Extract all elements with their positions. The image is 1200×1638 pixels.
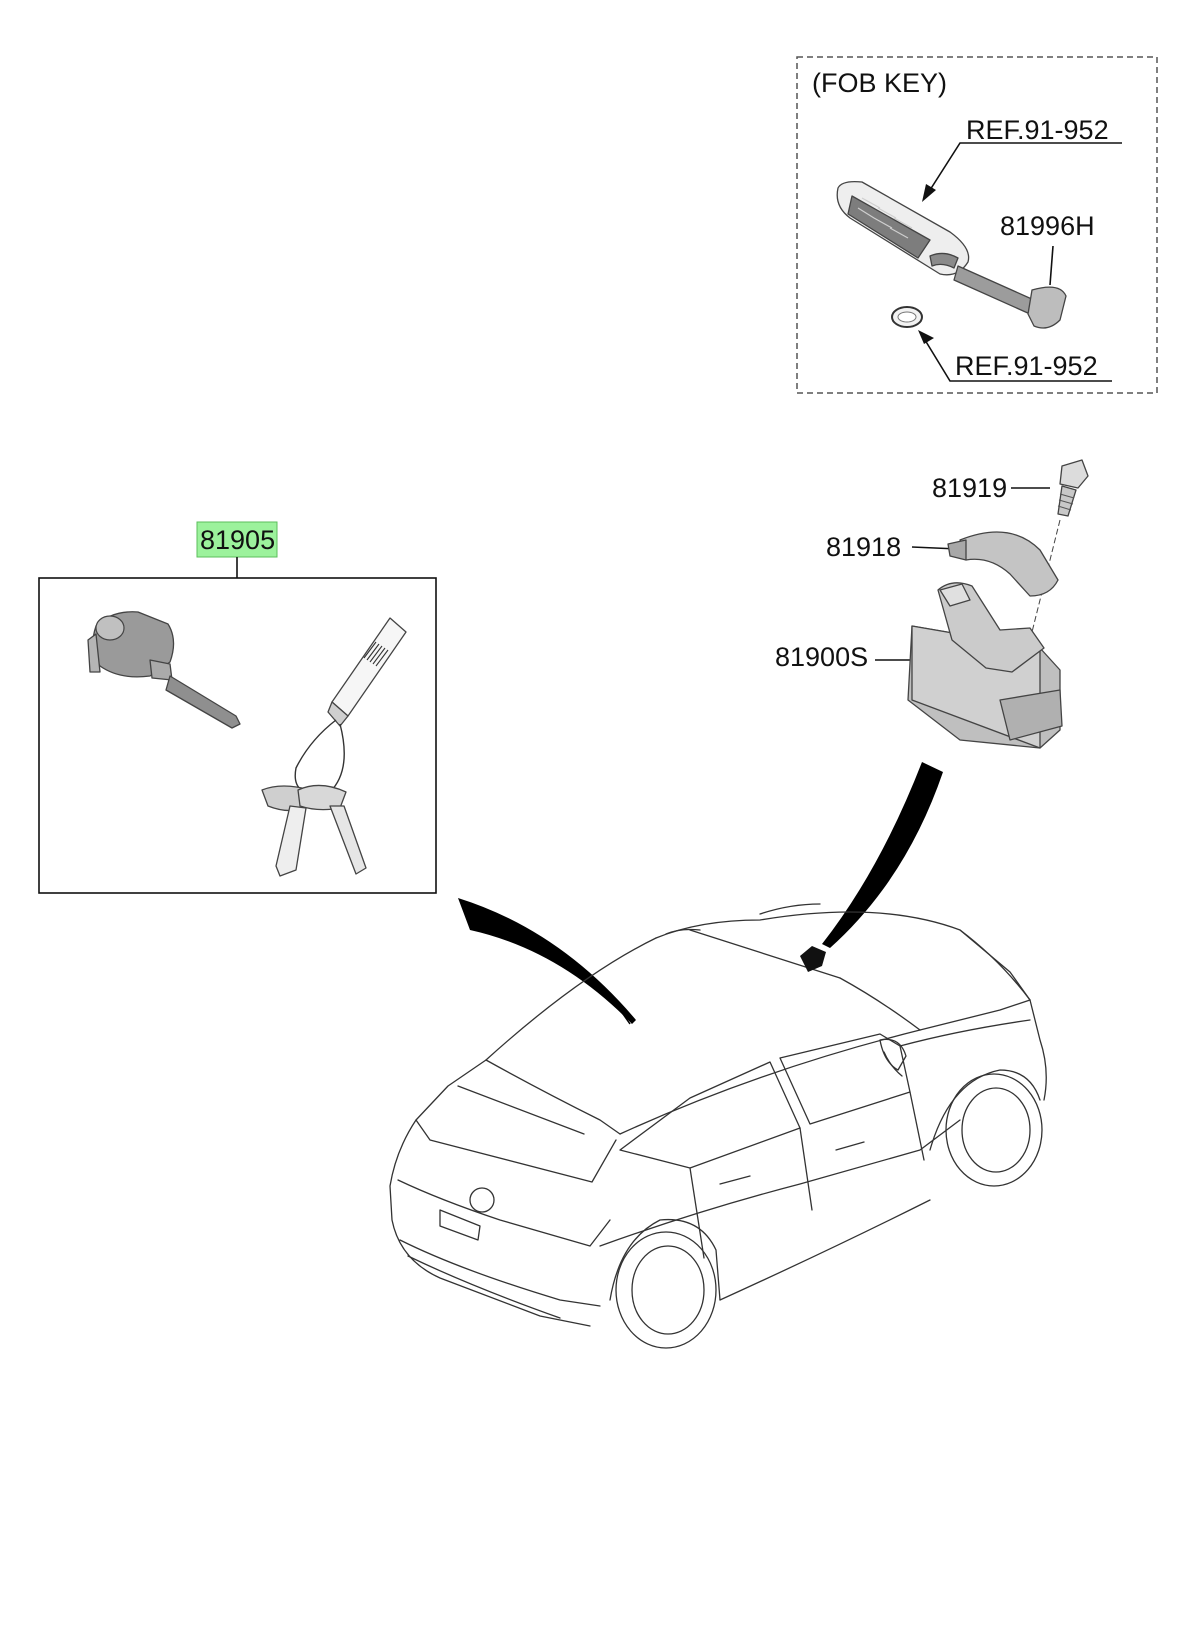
- key-blade-label[interactable]: 81996H: [1000, 211, 1095, 241]
- shroud-cover-icon[interactable]: [947, 531, 1059, 597]
- smart-key-fob[interactable]: [836, 180, 970, 276]
- ref-label-bottom[interactable]: REF.91-952: [955, 351, 1098, 381]
- lock-assembly-group: 81919 81918 81900S: [775, 459, 1089, 948]
- ref-leader-top: [929, 142, 1122, 191]
- vehicle-outline: [389, 903, 1047, 1349]
- steering-lock-body-icon[interactable]: [907, 582, 1063, 749]
- bolt-icon[interactable]: [1057, 459, 1089, 517]
- kit-part-number-highlight: [196, 521, 278, 558]
- ref-label-top[interactable]: REF.91-952: [966, 115, 1109, 145]
- key-blade-leader: [1049, 245, 1054, 286]
- kit-box: [38, 577, 437, 894]
- key-ring-wire: [294, 719, 345, 795]
- lock-body-label[interactable]: 81900S: [775, 642, 868, 672]
- lock-location-marker: [800, 946, 826, 972]
- key-pair-icon[interactable]: [261, 784, 367, 877]
- kit-pointer-wedge: [458, 898, 636, 1024]
- bolt-axis: [1029, 519, 1061, 641]
- cover-label[interactable]: 81918: [826, 532, 901, 562]
- kit-part-number[interactable]: 81905: [200, 525, 275, 555]
- fob-key-dashed-box: [796, 56, 1158, 394]
- kit-pointer-tip: [615, 1003, 631, 1025]
- ref-arrow-bottom: [918, 330, 934, 344]
- ref-leader-bottom: [924, 339, 1112, 382]
- key-blade-icon[interactable]: [953, 265, 1067, 329]
- fob-key-group: (FOB KEY) REF.91-952 81996H REF.91-952: [796, 56, 1158, 394]
- key-tag-icon[interactable]: [327, 617, 407, 727]
- door-lock-cylinder-icon[interactable]: [87, 611, 241, 729]
- key-set-kit-group: 81905: [38, 521, 437, 894]
- fob-key-title: (FOB KEY): [812, 68, 947, 98]
- lock-pointer-wedge: [822, 762, 943, 948]
- bolt-label[interactable]: 81919: [932, 473, 1007, 503]
- ref-arrow-top: [922, 184, 936, 202]
